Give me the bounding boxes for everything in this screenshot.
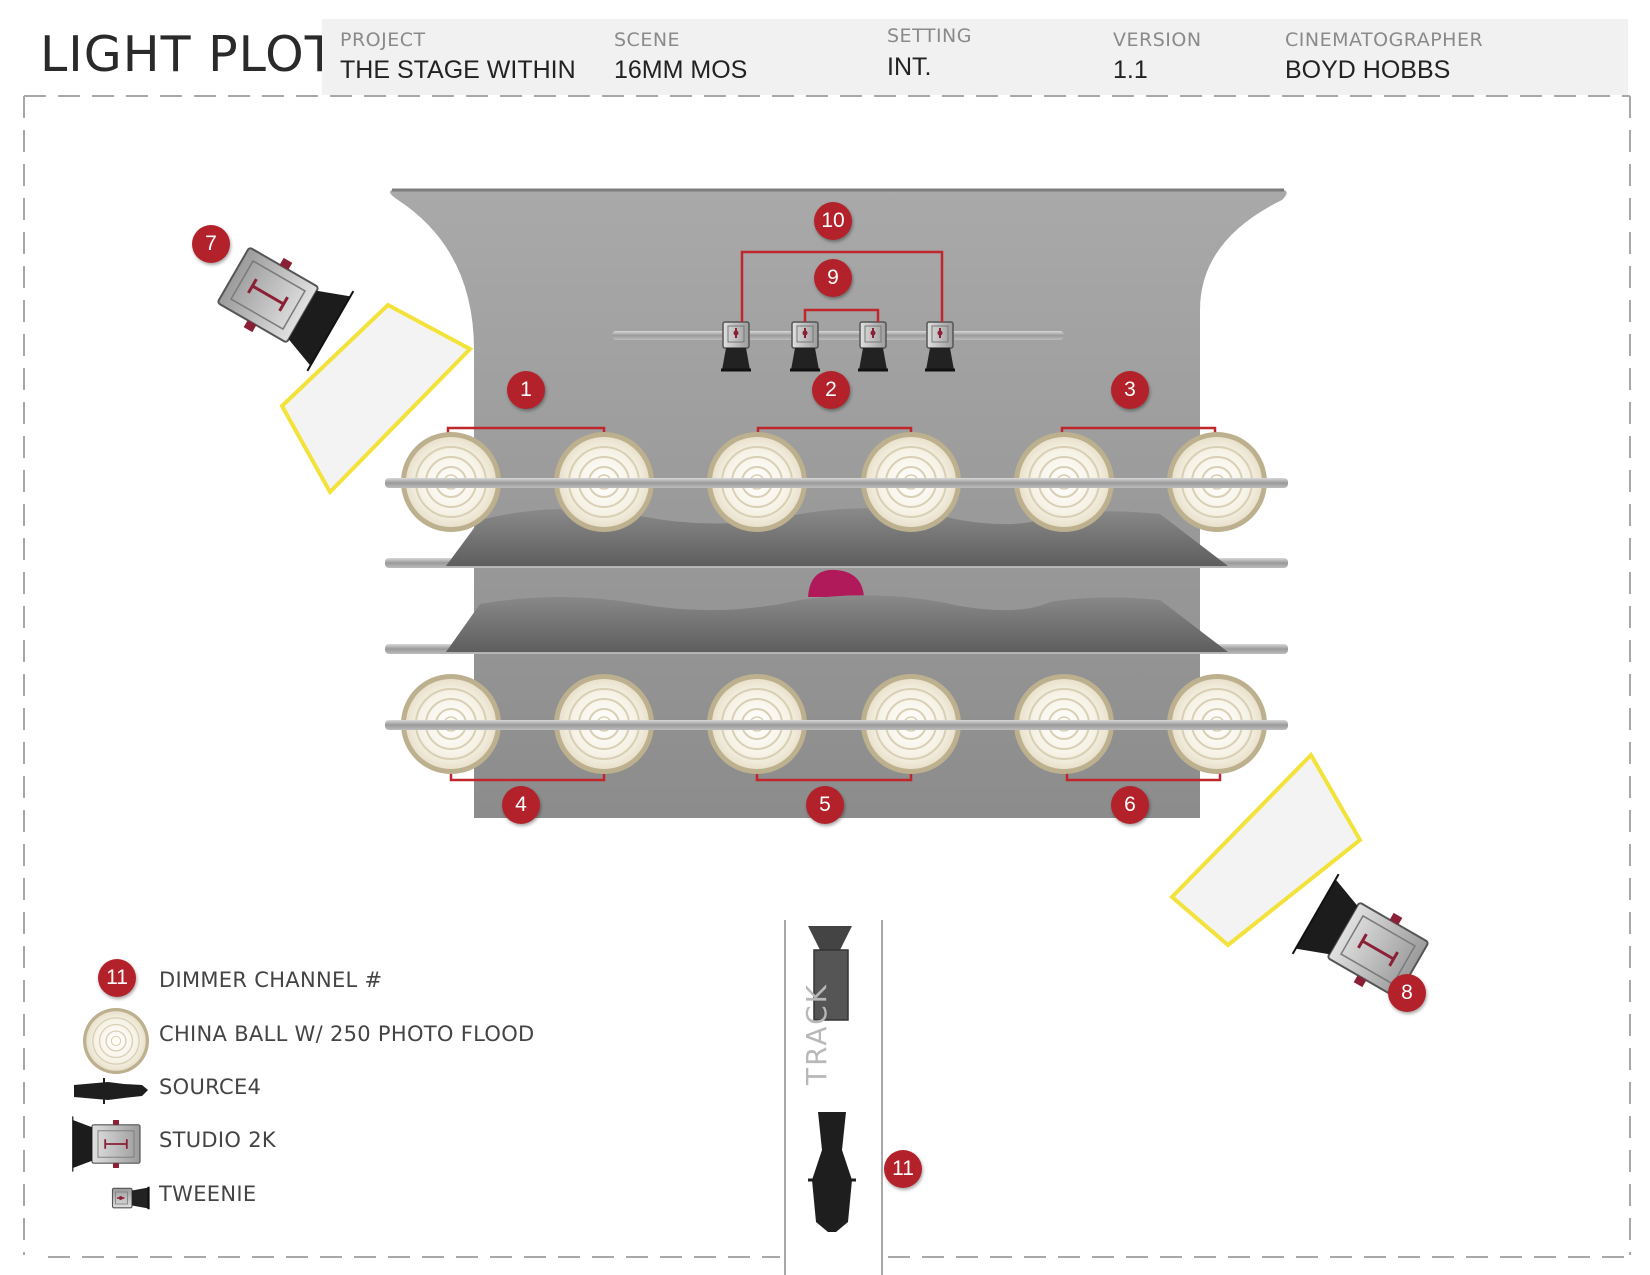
cinematographer-label: CINEMATOGRAPHER — [1285, 29, 1484, 51]
legend-studio-2k-label: STUDIO 2K — [159, 1128, 276, 1152]
dimmer-badge-5: 5 — [806, 786, 844, 824]
source4-on-track — [808, 1112, 856, 1232]
set-boundary — [23, 95, 1631, 1258]
dimmer-badge-2: 2 — [812, 371, 850, 409]
diffusion-frame-left — [279, 302, 474, 496]
header-bar: PROJECT THE STAGE WITHIN SCENE 16MM MOS … — [322, 19, 1628, 95]
legend-tweenie-label: TWEENIE — [159, 1182, 257, 1206]
dimmer-badge-7: 7 — [192, 225, 230, 263]
dolly-track — [784, 920, 883, 1275]
legend-china-ball-label: CHINA BALL W/ 250 PHOTO FLOOD — [159, 1022, 535, 1046]
cinematographer-value: BOYD HOBBS — [1285, 56, 1451, 84]
project-label: PROJECT — [340, 29, 426, 51]
tweenie-1 — [719, 320, 753, 372]
subject — [808, 569, 864, 597]
legend-dimmer-label: DIMMER CHANNEL # — [159, 968, 383, 992]
legend-source4-icon — [74, 1078, 148, 1104]
ball-pipe-lower — [385, 720, 1288, 730]
camera — [808, 926, 852, 1021]
legend-tweenie-icon — [111, 1185, 150, 1211]
dimmer-badge-3: 3 — [1111, 371, 1149, 409]
dimmer-badge-1: 1 — [507, 371, 545, 409]
tweenie-4 — [923, 320, 957, 372]
diffusion-frame-right — [1169, 751, 1363, 948]
ball-pipe-upper — [385, 478, 1288, 488]
overhead-pipe — [612, 331, 1064, 340]
version-label: VERSION — [1113, 29, 1202, 51]
track-label: TRACK — [800, 983, 833, 1085]
setting-label: SETTING — [887, 25, 972, 47]
dimmer-badge-10: 10 — [814, 202, 852, 240]
scene-value: 16MM MOS — [614, 56, 748, 84]
dimmer-badge-11: 11 — [884, 1150, 922, 1188]
legend-dimmer-badge: 11 — [98, 959, 136, 997]
studio-2k-left — [208, 233, 355, 373]
tweenie-2 — [788, 320, 822, 372]
dimmer-badge-4: 4 — [502, 786, 540, 824]
tweenie-3 — [856, 320, 890, 372]
dimmer-badge-8: 8 — [1388, 974, 1426, 1012]
project-value: THE STAGE WITHIN — [340, 56, 576, 84]
stage-platform — [390, 190, 1287, 818]
legend-source4-label: SOURCE4 — [159, 1075, 262, 1099]
dimmer-badge-9: 9 — [814, 259, 852, 297]
riser-lower — [446, 595, 1228, 652]
riser-upper — [446, 508, 1228, 566]
dimmer-badge-6: 6 — [1111, 786, 1149, 824]
legend-studio-2k-icon — [71, 1115, 141, 1173]
page-title: LIGHT PLOT — [40, 26, 336, 83]
setting-value: INT. — [887, 53, 932, 81]
version-value: 1.1 — [1113, 56, 1148, 84]
legend-china-ball-icon — [82, 1007, 150, 1075]
scene-label: SCENE — [614, 29, 681, 51]
